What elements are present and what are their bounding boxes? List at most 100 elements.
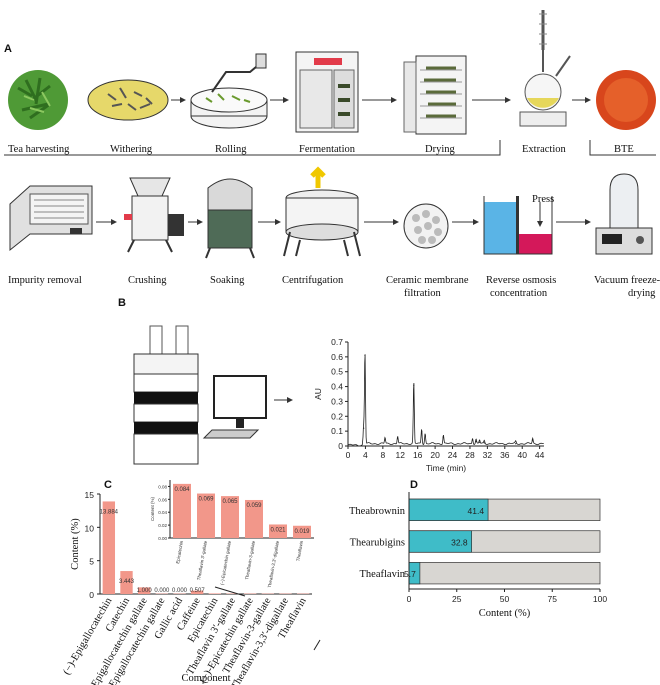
c-inset-y-tick-label: 0.06: [158, 497, 167, 502]
c-inset-bar: [197, 493, 215, 538]
chroma-peak-marker: [363, 427, 365, 429]
chroma-peak-marker: [364, 354, 366, 356]
d-bar-value-label: 5.7: [404, 569, 416, 579]
chroma-peak-marker: [478, 441, 481, 443]
panel-c-label: C: [104, 479, 112, 491]
step-tea-harvesting: Tea harvesting: [8, 144, 70, 155]
c-bar: [102, 501, 116, 594]
soaking-tank-icon: [205, 178, 255, 259]
d-bar-track: [408, 562, 601, 585]
panel-b-label: B: [118, 297, 126, 309]
panel-a-label: A: [4, 43, 12, 55]
c-inset-bar: [293, 525, 311, 538]
d-x-tick-label: 0: [407, 594, 412, 604]
reverse-osmosis-icon: Press: [483, 194, 554, 255]
c-bar-value-label: 0.000: [172, 588, 188, 594]
chroma-peak-marker: [424, 435, 426, 437]
step-ceramic-filtration: filtration: [404, 288, 441, 299]
d-x-tick-label: 25: [452, 594, 462, 604]
panel-d-label: D: [410, 479, 418, 491]
d-category-label: Theaflavin: [360, 569, 406, 580]
membrane-disc-icon: [403, 203, 449, 249]
chroma-y-tick-label: 0.2: [331, 411, 343, 421]
d-bar-value-label: 41.4: [468, 506, 485, 516]
chroma-x-tick-label: 44: [535, 450, 545, 460]
c-bar: [190, 590, 204, 594]
centrifuge-icon: [283, 166, 361, 257]
chroma-x-tick-label: 4: [363, 450, 368, 460]
c-bar-value-label: 3.443: [119, 579, 135, 585]
d-x-tick-label: 75: [548, 594, 558, 604]
step-withering: Withering: [110, 144, 153, 155]
c-inset-category-label: Theaflavin: [295, 540, 304, 562]
chroma-peak-marker: [397, 437, 399, 440]
chroma-x-tick-label: 0: [346, 450, 351, 460]
chroma-peak-marker: [532, 440, 534, 442]
step-centrifugation: Centrifugation: [282, 275, 344, 286]
c-bar: [137, 587, 151, 594]
chroma-peak-marker: [471, 439, 474, 441]
c-inset-y-tick-label: 0.02: [158, 523, 167, 528]
press-label: Press: [532, 194, 554, 205]
chroma-y-tick-label: 0.4: [331, 382, 343, 392]
c-inset-y-tick-label: 0.00: [158, 536, 167, 541]
c-y-tick-label: 5: [89, 557, 94, 567]
chroma-y-tick-label: 0.1: [331, 426, 343, 436]
step-crushing: Crushing: [128, 275, 167, 286]
chroma-y-tick-label: 0: [338, 441, 343, 451]
tea-leaves-icon: [8, 70, 68, 130]
step-drying: Drying: [425, 144, 455, 155]
c-inset-bar: [221, 496, 239, 538]
step-extraction: Extraction: [522, 144, 566, 155]
computer-monitor-icon: [202, 375, 267, 439]
chroma-x-tick-label: 32: [483, 450, 493, 460]
chroma-y-tick-label: 0.3: [331, 396, 343, 406]
chroma-x-tick-label: 16: [413, 450, 423, 460]
c-inset-value-label: 0.019: [294, 529, 310, 535]
rolling-machine-icon: [190, 53, 268, 129]
c-inset-y-axis-label: Content (%): [150, 496, 155, 521]
chroma-peak-marker: [475, 440, 477, 443]
chroma-x-tick-label: 8: [380, 450, 385, 460]
c-inset-value-label: 0.069: [198, 497, 214, 503]
chroma-trace: [347, 354, 544, 447]
c-inset-y-tick-label: 0.08: [158, 484, 167, 489]
chroma-x-tick-label: 24: [448, 450, 458, 460]
chroma-x-tick-label: 36: [500, 450, 510, 460]
step-reverse-osmosis: Reverse osmosis: [486, 275, 556, 286]
d-x-axis-label: Content (%): [479, 608, 531, 619]
c-inset-y-tick-label: 0.04: [158, 510, 167, 515]
step-rolling: Rolling: [215, 144, 247, 155]
pigment-horizontal-bar-chart: 41.4Theabrownin32.8Thearubigins5.7Theafl…: [349, 492, 607, 619]
step-ceramic-membrane: Ceramic membrane: [386, 275, 469, 286]
c-inset-bar: [173, 483, 191, 538]
c-inset-value-label: 0.084: [174, 487, 190, 493]
c-inset-zoom-line: [214, 586, 246, 597]
d-bar-value-label: 32.8: [451, 538, 468, 548]
d-x-tick-label: 100: [593, 594, 607, 604]
chroma-peak-marker: [413, 384, 415, 386]
chroma-x-tick-label: 12: [396, 450, 406, 460]
c-inset-category-label: Epicatechin: [175, 540, 184, 564]
chroma-y-tick-label: 0.7: [331, 337, 343, 347]
step-vacuum-freeze: Vacuum freeze-: [594, 275, 660, 286]
chroma-peak-marker: [483, 442, 485, 444]
c-bar-value-label: 13.884: [100, 509, 119, 515]
chroma-y-tick-label: 0.6: [331, 352, 343, 362]
d-x-tick-label: 50: [500, 594, 510, 604]
c-bar-value-label: 0.507: [190, 588, 206, 594]
c-bar: [120, 571, 133, 594]
c-y-axis-label: Content (%): [70, 518, 81, 570]
c-y-tick-label: 15: [85, 490, 95, 500]
step-soaking: Soaking: [210, 275, 245, 286]
d-category-label: Theabrownin: [349, 506, 406, 517]
step-impurity-removal: Impurity removal: [8, 275, 82, 286]
chroma-peak-marker: [442, 436, 444, 438]
c-inset-category-label: Theaflavin 3′-gallate: [196, 540, 208, 581]
fermentation-chamber-icon: [295, 51, 359, 133]
hplc-instrument-icon: [133, 325, 199, 465]
sorting-machine-icon: [9, 185, 93, 252]
